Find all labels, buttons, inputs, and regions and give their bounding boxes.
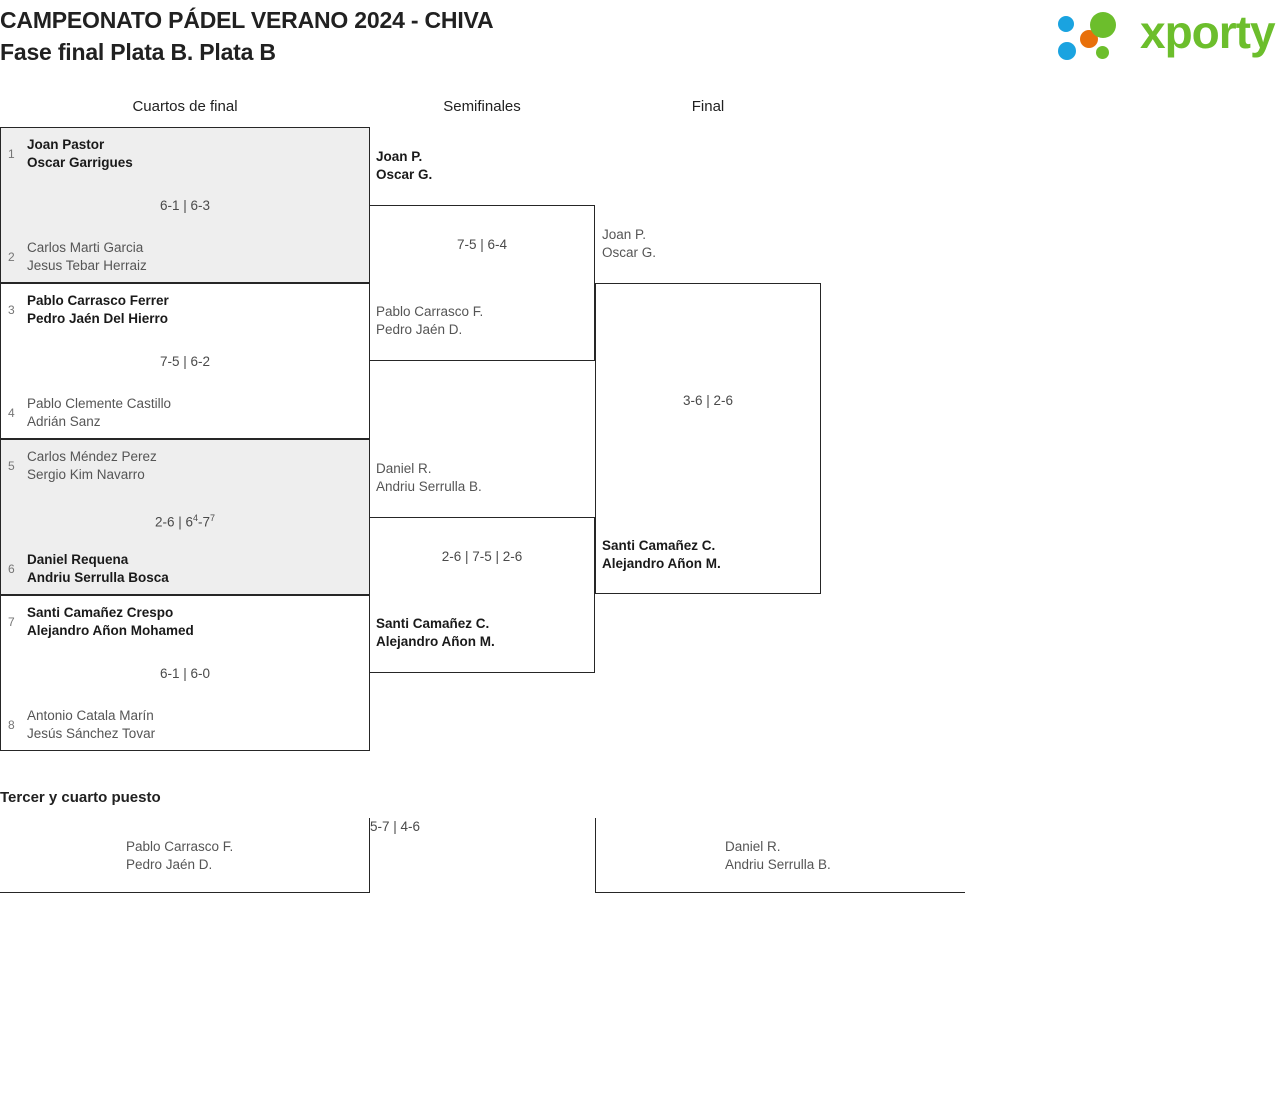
player-name: Pedro Jaén Del Hierro xyxy=(27,311,169,326)
player-name: Carlos Méndez Perez xyxy=(27,449,157,464)
score-qf2: 7-5 | 6-2 xyxy=(159,354,211,369)
score-third-place: 5-7 | 4-6 xyxy=(370,819,421,834)
tournament-name: CAMPEONATO PÁDEL VERANO 2024 - CHIVA xyxy=(0,7,494,33)
seed-number: 1 xyxy=(8,147,15,161)
player-name: Carlos Marti Garcia xyxy=(27,240,144,255)
match-box-sf1[interactable] xyxy=(369,205,595,361)
team-qf3-bottom[interactable]: 6 Daniel Requena Andriu Serrulla Bosca xyxy=(0,551,360,587)
seed-number: 8 xyxy=(8,718,15,732)
team-qf4-bottom[interactable]: 8 Antonio Catala Marín Jesús Sánchez Tov… xyxy=(0,707,360,743)
player-name: Sergio Kim Navarro xyxy=(27,467,145,482)
player-name: Daniel Requena xyxy=(27,552,129,567)
score-final: 3-6 | 2-6 xyxy=(682,393,734,408)
player-name: Andriu Serrulla B. xyxy=(725,857,831,872)
xporty-logo[interactable]: xporty xyxy=(1040,6,1276,64)
seed-number: 7 xyxy=(8,615,15,629)
player-name: Joan P. xyxy=(376,149,423,164)
round-header-semifinals: Semifinales xyxy=(443,98,521,115)
score-text-mid: -7 xyxy=(198,514,211,530)
player-name: Alejandro Añon M. xyxy=(376,634,495,649)
logo-dot-green-small xyxy=(1096,46,1109,59)
team-sf2-top[interactable]: Daniel R. Andriu Serrulla B. xyxy=(376,460,591,496)
logo-dot-blue-top xyxy=(1058,16,1074,32)
player-name: Andriu Serrulla Bosca xyxy=(27,570,169,585)
player-name: Pedro Jaén D. xyxy=(376,322,463,337)
match-box-qf2[interactable] xyxy=(0,283,370,439)
third-place-box-left[interactable] xyxy=(0,818,370,893)
match-box-qf3[interactable] xyxy=(0,439,370,595)
player-name: Adrián Sanz xyxy=(27,414,101,429)
player-name: Santi Camañez C. xyxy=(602,538,716,553)
team-qf2-top[interactable]: 3 Pablo Carrasco Ferrer Pedro Jaén Del H… xyxy=(0,292,360,328)
team-sf1-bottom[interactable]: Pablo Carrasco F. Pedro Jaén D. xyxy=(376,303,591,339)
player-name: Jesus Tebar Herraiz xyxy=(27,258,147,273)
seed-number: 2 xyxy=(8,250,15,264)
match-box-sf2[interactable] xyxy=(369,517,595,673)
third-place-title: Tercer y cuarto puesto xyxy=(0,789,161,806)
player-name: Pablo Clemente Castillo xyxy=(27,396,172,411)
player-name: Pedro Jaén D. xyxy=(126,857,213,872)
score-tiebreak-1: 4 xyxy=(192,513,198,523)
score-qf1: 6-1 | 6-3 xyxy=(159,198,211,213)
player-name: Daniel R. xyxy=(725,839,781,854)
team-qf3-top[interactable]: 5 Carlos Méndez Perez Sergio Kim Navarro xyxy=(0,448,360,484)
player-name: Jesús Sánchez Tovar xyxy=(27,726,156,741)
seed-number: 4 xyxy=(8,406,15,420)
player-name: Alejandro Añon M. xyxy=(602,556,721,571)
seed-number: 3 xyxy=(8,303,15,317)
player-name: Pablo Carrasco Ferrer xyxy=(27,293,169,308)
score-text: 2-6 | 6 xyxy=(154,514,193,530)
page-title: CAMPEONATO PÁDEL VERANO 2024 - CHIVA Fas… xyxy=(0,4,1000,68)
score-tiebreak-2: 7 xyxy=(210,513,216,523)
player-name: Santi Camañez C. xyxy=(376,616,490,631)
player-name: Oscar G. xyxy=(602,245,657,260)
team-qf1-bottom[interactable]: 2 Carlos Marti Garcia Jesus Tebar Herrai… xyxy=(0,239,360,275)
player-name: Antonio Catala Marín xyxy=(27,708,154,723)
team-final-top[interactable]: Joan P. Oscar G. xyxy=(602,226,817,262)
team-sf2-bottom[interactable]: Santi Camañez C. Alejandro Añon M. xyxy=(376,615,591,651)
match-box-final[interactable] xyxy=(595,283,821,594)
third-place-box-right[interactable] xyxy=(595,818,965,893)
team-qf4-top[interactable]: 7 Santi Camañez Crespo Alejandro Añon Mo… xyxy=(0,604,360,640)
player-name: Santi Camañez Crespo xyxy=(27,605,174,620)
player-name: Pablo Carrasco F. xyxy=(376,304,484,319)
score-qf4: 6-1 | 6-0 xyxy=(159,666,211,681)
score-sf1: 7-5 | 6-4 xyxy=(456,237,508,252)
logo-dot-green-large xyxy=(1090,12,1116,38)
round-header-quarterfinals: Cuartos de final xyxy=(132,98,238,115)
logo-dot-blue-bottom xyxy=(1058,42,1076,60)
team-qf1-top[interactable]: 1 Joan Pastor Oscar Garrigues xyxy=(0,136,360,172)
round-header-final: Final xyxy=(691,98,725,115)
team-third-left[interactable]: Pablo Carrasco F. Pedro Jaén D. xyxy=(126,838,356,874)
score-sf2: 2-6 | 7-5 | 2-6 xyxy=(441,549,523,564)
phase-name: Fase final Plata B. Plata B xyxy=(0,39,276,65)
player-name: Andriu Serrulla B. xyxy=(376,479,482,494)
player-name: Joan P. xyxy=(602,227,647,242)
score-qf3: 2-6 | 64-77 xyxy=(0,509,370,532)
team-third-right[interactable]: Daniel R. Andriu Serrulla B. xyxy=(725,838,955,874)
player-name: Alejandro Añon Mohamed xyxy=(27,623,194,638)
match-box-qf4[interactable] xyxy=(0,595,370,751)
team-sf1-top[interactable]: Joan P. Oscar G. xyxy=(376,148,591,184)
seed-number: 6 xyxy=(8,562,15,576)
logo-wordmark: xporty xyxy=(1140,6,1276,58)
player-name: Oscar G. xyxy=(376,167,433,182)
player-name: Oscar Garrigues xyxy=(27,155,133,170)
team-qf2-bottom[interactable]: 4 Pablo Clemente Castillo Adrián Sanz xyxy=(0,395,360,431)
player-name: Pablo Carrasco F. xyxy=(126,839,234,854)
seed-number: 5 xyxy=(8,459,15,473)
team-final-bottom[interactable]: Santi Camañez C. Alejandro Añon M. xyxy=(602,537,817,573)
player-name: Joan Pastor xyxy=(27,137,105,152)
player-name: Daniel R. xyxy=(376,461,432,476)
